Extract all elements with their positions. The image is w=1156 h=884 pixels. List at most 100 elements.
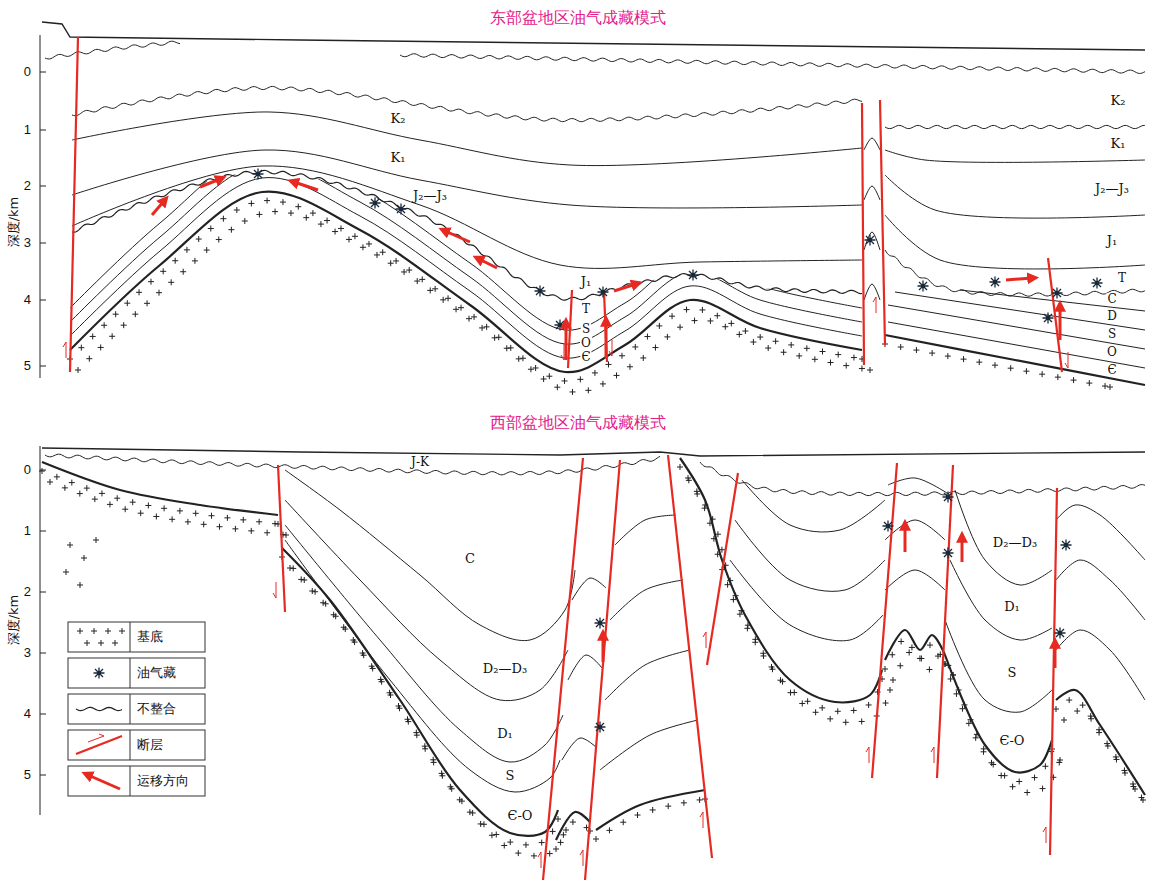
- stratum-boundary: [885, 215, 1145, 269]
- stratum-boundary: [600, 720, 698, 770]
- reservoir-symbol: [601, 290, 605, 294]
- stratum-boundary: [70, 164, 862, 345]
- reservoir-symbol: [1061, 540, 1072, 551]
- legend-divider: [130, 658, 131, 688]
- basement-surface: [1056, 690, 1145, 795]
- stratum-boundary: [955, 490, 1052, 585]
- stratum-label: S: [581, 323, 591, 335]
- fault-sense-mark: [273, 582, 276, 598]
- stratum-boundary: [562, 738, 597, 760]
- migration-arrow: [904, 526, 907, 552]
- stratum-boundary: [72, 112, 862, 166]
- reservoir-symbol: [256, 172, 260, 176]
- unconformity: [700, 462, 1145, 496]
- eastern-section: [40, 22, 1145, 395]
- legend-text: 断层: [137, 738, 163, 752]
- migration-arrow: [294, 182, 318, 190]
- stratum-boundary: [605, 650, 690, 700]
- stratum-label: D: [1106, 310, 1118, 322]
- reservoir-symbol: [1058, 631, 1062, 635]
- legend-divider: [130, 766, 131, 796]
- depth-tick: 4: [24, 293, 31, 307]
- stratum-boundary: [72, 150, 862, 208]
- stratum-label: Є: [580, 351, 591, 363]
- reservoir-symbol: [1043, 313, 1054, 324]
- fault-line: [880, 100, 885, 345]
- fault-sense-mark: [63, 342, 66, 358]
- reservoir-symbol: [1046, 316, 1050, 320]
- reservoir-symbol: [399, 207, 403, 211]
- stratum-boundary: [610, 580, 683, 620]
- legend-divider: [130, 730, 131, 760]
- reservoir-symbol: [868, 238, 872, 242]
- section-title: 东部盆地区油气成藏模式: [490, 9, 666, 27]
- migration-arrow: [200, 179, 220, 187]
- reservoir-symbol: [886, 524, 890, 528]
- axis-title: 深度/km: [7, 197, 21, 248]
- stratum-boundary: [885, 150, 1145, 162]
- stratum-boundary: [285, 470, 575, 641]
- fault-sense-mark: [700, 812, 703, 828]
- legend-text: 基底: [137, 630, 163, 644]
- stratum-label: Є: [1106, 364, 1117, 376]
- fault-line: [278, 465, 285, 612]
- fault-line: [76, 736, 122, 754]
- reservoir-symbol: [993, 280, 997, 284]
- depth-tick: 2: [24, 179, 31, 193]
- stratum-boundary: [615, 515, 676, 545]
- depth-tick: 5: [24, 359, 31, 373]
- legend-text: 不整合: [137, 702, 176, 716]
- legend-box: [68, 622, 205, 796]
- stratum-label: C: [464, 552, 476, 565]
- stratum-boundary: [285, 500, 568, 701]
- fault-line: [937, 465, 953, 778]
- fault-sense-mark: [931, 747, 934, 763]
- stratum-label: S: [1107, 328, 1117, 340]
- reservoir-symbol: [535, 286, 546, 297]
- legend-row: [68, 694, 205, 724]
- fault-sense-mark: [538, 852, 541, 868]
- stratum-label: T: [581, 303, 591, 315]
- fault-sense-mark: [580, 850, 583, 866]
- legend-row: [68, 658, 205, 688]
- basement-pattern: [67, 198, 873, 395]
- stratum-label: J₁: [580, 275, 592, 288]
- migration-arrow: [602, 636, 605, 662]
- ground-surface: [42, 448, 1145, 456]
- basement-pattern: [39, 468, 289, 538]
- fault-line: [585, 460, 620, 880]
- legend-row: [68, 730, 205, 760]
- basement-surface: [885, 335, 1145, 385]
- stratum-boundary: [285, 540, 560, 792]
- basement-surface: [945, 655, 1052, 773]
- depth-tick: 0: [24, 463, 31, 477]
- stratum-boundary: [735, 520, 885, 591]
- fault-sense-mark: [609, 340, 612, 356]
- stratum-boundary: [895, 292, 1145, 330]
- stratum-boundary: [864, 284, 880, 300]
- fault-sense-mark: [866, 747, 869, 763]
- fault-sense-mark: [1043, 827, 1046, 843]
- stratum-boundary: [1056, 630, 1145, 700]
- basement-pattern: [882, 638, 956, 683]
- depth-tick: 5: [24, 768, 31, 782]
- depth-tick: 3: [24, 646, 31, 660]
- stratum-boundary: [568, 655, 602, 680]
- fault-sense-mark: [88, 734, 104, 742]
- migration-arrow: [1006, 278, 1032, 280]
- reservoir-symbol: [538, 289, 542, 293]
- legend-divider: [130, 694, 131, 724]
- reservoir-symbol: [598, 287, 609, 298]
- fault-line: [862, 103, 864, 365]
- stratum-label: S: [1007, 666, 1018, 679]
- unconformity: [76, 707, 122, 710]
- unconformity: [72, 86, 862, 121]
- depth-tick: 0: [24, 65, 31, 79]
- reservoir-symbol: [94, 668, 105, 679]
- fault-sense-mark: [703, 632, 706, 648]
- stratum-label: J-K: [410, 456, 430, 468]
- migration-arrow: [1054, 644, 1057, 668]
- reservoir-symbol: [990, 277, 1001, 288]
- migration-arrow: [961, 538, 964, 562]
- stratum-label: D₁: [496, 727, 514, 740]
